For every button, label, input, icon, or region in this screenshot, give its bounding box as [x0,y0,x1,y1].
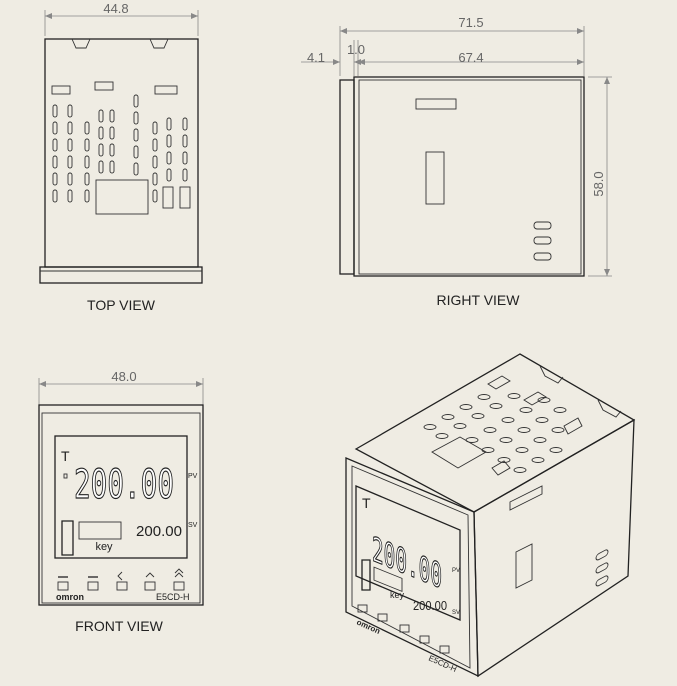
iso-button-1[interactable] [357,604,368,613]
front-button-3[interactable] [116,581,128,591]
right-view-dimension-c: 67.4 [458,50,483,65]
isometric-view: T 200.00 PV key 200.00 SV omron E5CD-H [345,353,636,678]
right-view-dimension-b: 1.0 [347,42,365,57]
front-view: 48.0 T 200.00 PV key 200.00 SV omron E5C… [38,369,204,634]
iso-pv-tag: PV [452,568,460,574]
front-key-label: key [95,541,113,553]
right-view: 71.5 4.1 1.0 67.4 58.0 RIGHT VIEW [301,15,612,308]
front-view-width-dimension: 48.0 [111,369,136,384]
front-pv-tag: PV [188,473,198,480]
iso-button-4[interactable] [419,635,430,644]
front-sv-value: 200.00 [136,523,182,540]
right-view-height-dimension: 58.0 [591,171,606,196]
iso-button-3[interactable] [399,624,410,633]
front-t-label: T [61,448,70,464]
top-view: 44.8 TOP VIEW [39,1,203,313]
front-view-label: FRONT VIEW [75,618,163,634]
front-up-arrow-icon [145,572,155,578]
front-pv-value: 200.00 [74,462,174,508]
right-view-label: RIGHT VIEW [437,292,521,308]
iso-button-2[interactable] [377,613,388,622]
iso-t-label: T [362,495,371,511]
iso-model: E5CD-H [427,654,458,674]
right-view-dimension-a: 4.1 [307,50,325,65]
front-button-1[interactable] [57,581,69,591]
iso-sv-tag: SV [452,610,460,616]
front-double-up-arrow-icon [174,568,184,578]
top-view-label: TOP VIEW [87,297,156,313]
vent-slots [52,94,188,203]
iso-key-label: key [390,590,405,600]
front-left-arrow-icon [117,571,123,581]
front-button-2[interactable] [87,581,99,591]
iso-button-5[interactable] [439,645,450,654]
right-view-total-dimension: 71.5 [458,15,483,30]
front-button-5[interactable] [173,581,185,591]
top-view-width-dimension: 44.8 [103,1,128,16]
front-brand: omron [56,592,84,602]
iso-sv-value: 200.00 [413,598,447,613]
front-sv-tag: SV [188,522,198,529]
front-button-4[interactable] [144,581,156,591]
front-model: E5CD-H [156,592,190,602]
